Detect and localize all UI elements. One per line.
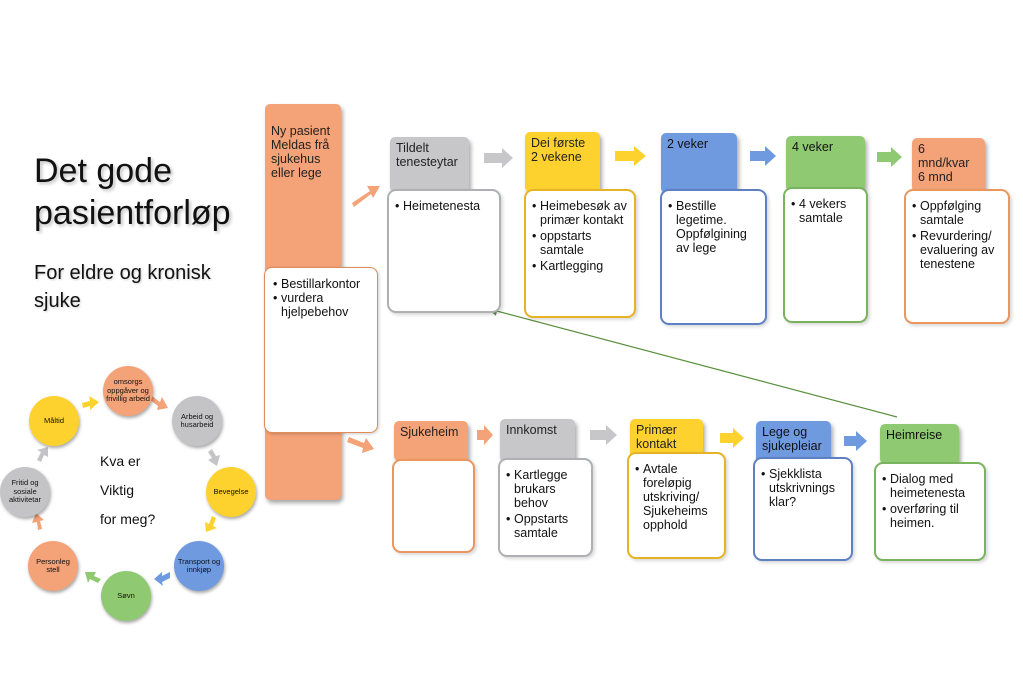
step-body-sjukeheim (392, 459, 475, 553)
step-item: overføring til heimen. (882, 502, 978, 530)
arrow-to-sjukeheim (347, 437, 374, 453)
cycle-node-fritid: Fritid og sosiale aktivitetar (0, 467, 50, 517)
step-header-innkomst: Innkomst (500, 419, 575, 462)
step-body-6mnd: Oppfølging samtale Revurdering/ evalueri… (904, 189, 1010, 324)
step-header-4veker: 4 veker (786, 136, 865, 191)
step-body-4veker: 4 vekers samtale (783, 187, 868, 323)
step-item: Kartlegge brukars behov (506, 468, 585, 510)
arrow-bottom-1 (477, 425, 493, 445)
cycle-node-maltid: Måltid (29, 396, 79, 446)
step-body-primaer: Avtale foreløpig utskriving/ Sjukeheims … (627, 452, 726, 559)
bestillarkontor-box: Bestillarkontor vurdera hjelpebehov (264, 267, 378, 433)
cycle-arrow-3 (205, 516, 217, 532)
arrow-bottom-4 (844, 431, 867, 451)
cycle-arrow-1 (150, 396, 168, 410)
arrow-to-tildelt (352, 186, 380, 207)
arrow-bottom-2 (590, 425, 617, 445)
cycle-center-text: Kva er Viktig for meg? (100, 453, 156, 527)
step-header-6mnd: 6 mnd/kvar 6 mnd (912, 138, 985, 192)
new-patient-label: Ny pasient Meldas frå sjukehus eller leg… (271, 124, 331, 180)
step-item: Heimetenesta (395, 199, 493, 213)
page-subtitle: For eldre og kronisk sjuke (34, 262, 211, 312)
step-item: 4 vekers samtale (791, 197, 860, 225)
step-body-2veker: Bestille legetime. Oppfølgining av lege (660, 189, 767, 325)
cycle-arrow-8 (82, 396, 99, 410)
step-item: Oppfølging samtale (912, 199, 1002, 227)
step-item: Oppstarts samtale (506, 512, 585, 540)
cycle-node-transport: Transport og innkjøp (174, 541, 224, 591)
bestill-item: vurdera hjelpebehov (273, 291, 369, 319)
step-header-2veker: 2 veker (661, 133, 737, 193)
step-body-tildelt: Heimetenesta (387, 189, 501, 313)
arrow-top-1 (484, 148, 513, 168)
step-item: Avtale foreløpig utskriving/ Sjukeheims … (635, 462, 718, 532)
page-title: Det gode pasientforløp (34, 152, 231, 232)
step-body-heimreise: Dialog med heimetenesta overføring til h… (874, 462, 986, 561)
cycle-arrows (32, 396, 220, 586)
step-item: Bestille legetime. Oppfølgining av lege (668, 199, 759, 255)
step-item: Revurdering/ evaluering av tenestene (912, 229, 1002, 271)
step-header-heimreise: Heimreise (880, 424, 959, 464)
step-item: Heimebesøk av primær kontakt (532, 199, 628, 227)
cycle-arrow-4 (154, 572, 170, 586)
cycle-node-bevegelse: Bevegelse (206, 467, 256, 517)
cycle-node-omsorgs: omsorgs oppgåver og frivillig arbeid (103, 366, 153, 416)
cycle-arrow-6 (32, 513, 44, 530)
return-line (487, 306, 898, 418)
step-item: Sjekklista utskrivnings klar? (761, 467, 845, 509)
arrow-bottom-3 (720, 428, 744, 448)
step-header-sjukeheim: Sjukeheim (394, 421, 468, 461)
step-body-forste: Heimebesøk av primær kontakt oppstarts s… (524, 189, 636, 318)
cycle-node-arbeid: Arbeid og husarbeid (172, 396, 222, 446)
cycle-arrow-2 (208, 449, 220, 466)
cycle-node-personleg: Personleg stell (28, 541, 78, 591)
step-body-innkomst: Kartlegge brukars behov Oppstarts samtal… (498, 458, 593, 557)
cycle-arrow-5 (85, 572, 101, 583)
step-header-forste: Dei første 2 vekene (525, 132, 600, 192)
step-item: Kartlegging (532, 259, 628, 273)
step-header-lege: Lege og sjukepleiar (756, 421, 831, 464)
arrow-top-3 (750, 146, 776, 166)
step-header-tildelt: Tildelt tenesteytar (390, 137, 469, 192)
step-body-lege: Sjekklista utskrivnings klar? (753, 457, 853, 561)
arrow-top-4 (877, 147, 902, 167)
step-item: Dialog med heimetenesta (882, 472, 978, 500)
bestill-item: Bestillarkontor (273, 277, 369, 291)
cycle-node-sovn: Søvn (101, 571, 151, 621)
arrow-top-2 (615, 146, 646, 166)
cycle-arrow-7 (37, 447, 48, 462)
step-item: oppstarts samtale (532, 229, 628, 257)
